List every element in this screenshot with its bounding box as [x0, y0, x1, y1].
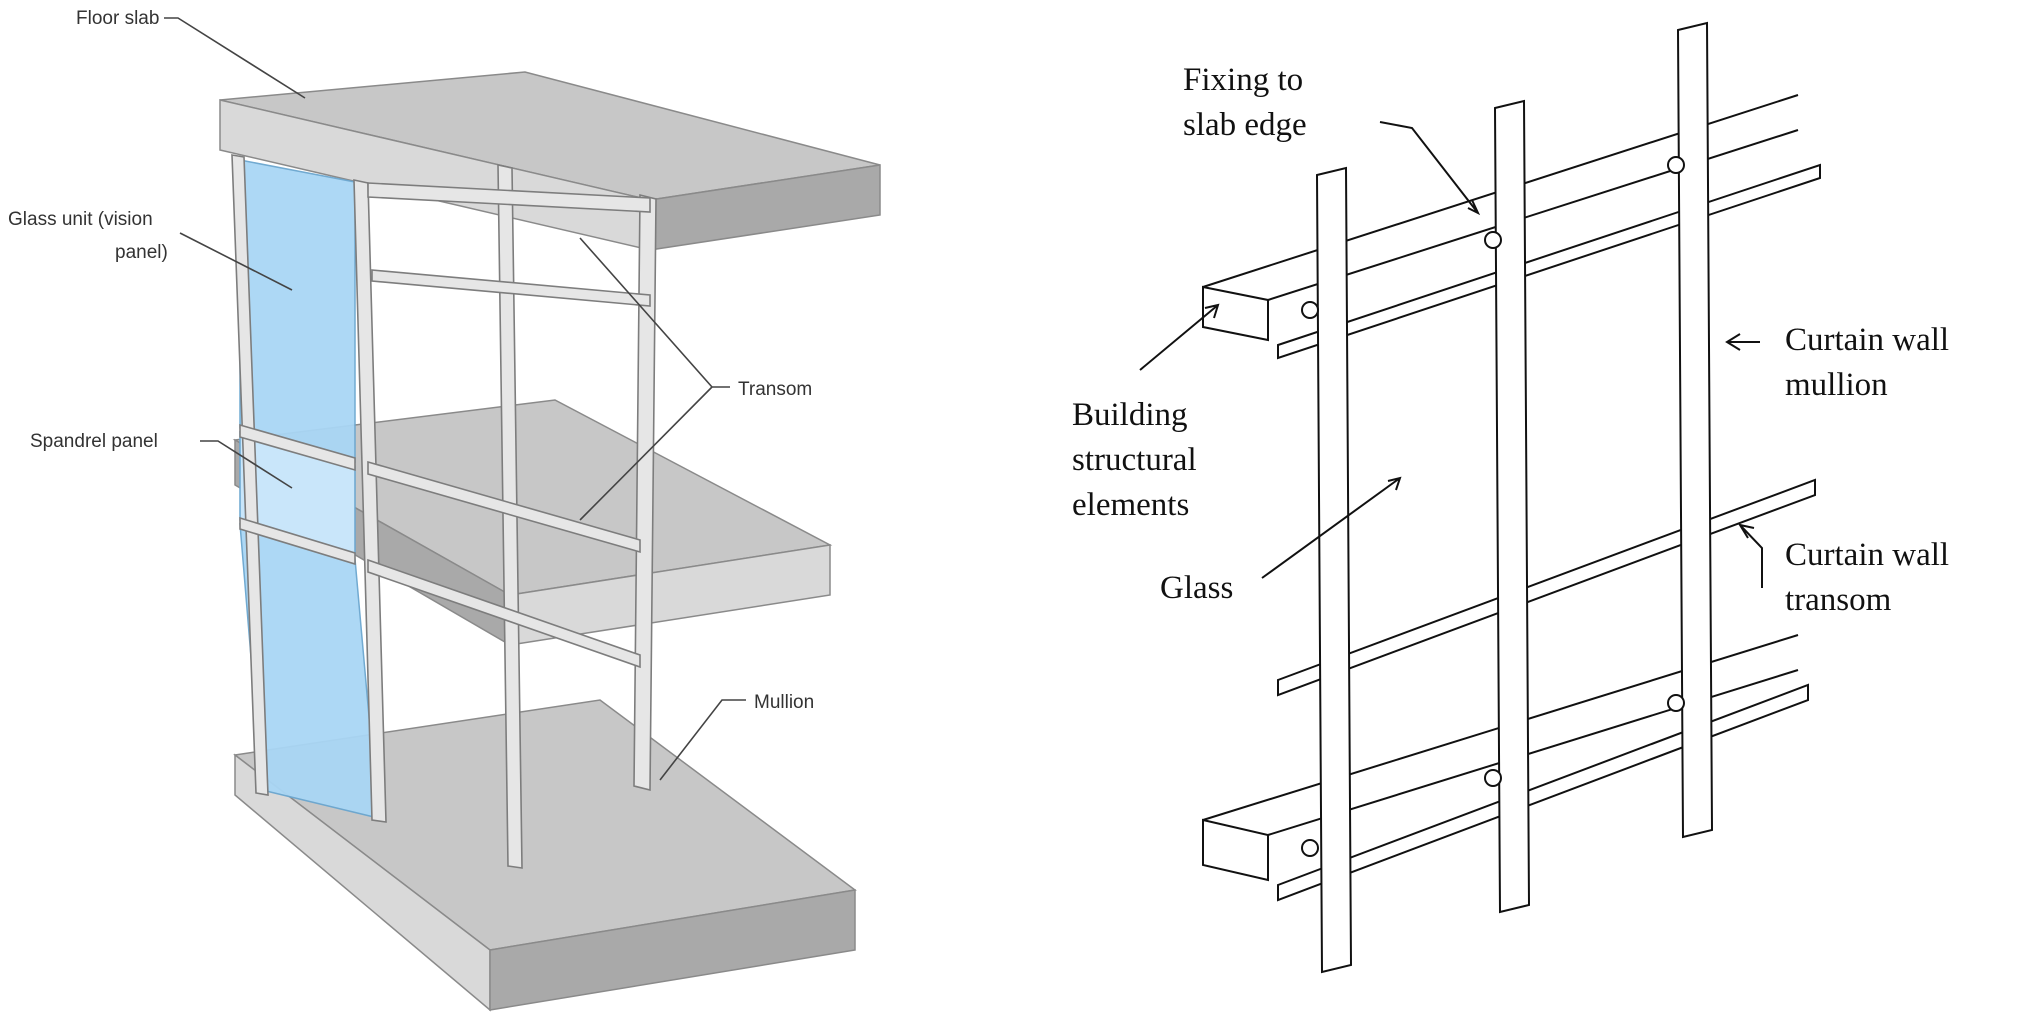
fixing-brackets — [1301, 156, 1685, 857]
label-transom: Transom — [738, 379, 812, 400]
fixing-bracket-2 — [1484, 231, 1502, 249]
slab-edge-top-lower — [1267, 129, 1799, 301]
arrow-glass — [1261, 476, 1402, 579]
leader-floor-slab — [164, 17, 306, 99]
mullion-2 — [353, 179, 387, 823]
leader-spandrel — [200, 440, 293, 489]
fixing-bracket-6 — [1667, 694, 1685, 712]
fixing-bracket-1 — [1301, 301, 1319, 319]
label-glass-unit-line2: panel) — [115, 242, 168, 263]
label-cw-transom-line2: transom — [1785, 582, 1892, 618]
arrow-building-structure — [1139, 303, 1220, 371]
label-building-line3: elements — [1072, 487, 1189, 523]
mullion-left — [231, 154, 269, 796]
leader-transom — [579, 237, 730, 521]
left-curtain-wall-3d-diagram: Floor slab Glass unit (vision panel) Spa… — [8, 8, 881, 1012]
slab-edge-bottom-block — [1202, 818, 1269, 882]
label-floor-slab: Floor slab — [76, 8, 159, 29]
transom-2 — [1277, 478, 1816, 697]
transom-1 — [1277, 163, 1821, 360]
label-building-line2: structural — [1072, 442, 1197, 478]
bottom-slab-side-face — [489, 889, 856, 1011]
frame-transoms — [239, 182, 651, 669]
curtain-wall-transoms — [1277, 163, 1821, 902]
transom-low — [367, 558, 641, 669]
bottom-floor-slab — [233, 699, 857, 1012]
arrow-cw-mullion — [1725, 333, 1760, 351]
label-cw-mullion-line2: mullion — [1785, 367, 1888, 403]
slab-edge-top-block — [1202, 285, 1269, 342]
transom-low-left — [239, 516, 356, 566]
curtain-wall-mullions — [1315, 21, 1714, 974]
fixing-bracket-5 — [1484, 769, 1502, 787]
leader-mullion — [659, 699, 746, 781]
frame-mullions — [231, 154, 657, 869]
mullion-b — [1493, 99, 1531, 914]
fixing-bracket-3 — [1667, 156, 1685, 174]
label-mullion: Mullion — [754, 692, 814, 713]
mullion-right — [633, 193, 657, 792]
label-spandrel-panel: Spandrel panel — [30, 431, 158, 452]
label-glass: Glass — [1160, 570, 1233, 606]
vision-glass-panel-upper — [239, 159, 356, 464]
right-curtain-wall-grid-diagram: Fixing to slab edge Building structural … — [1072, 21, 1949, 974]
label-glass-unit-line1: Glass unit (vision — [8, 209, 153, 230]
label-fixing-line1: Fixing to — [1183, 62, 1303, 98]
mullion-c — [1676, 21, 1714, 839]
label-cw-transom-line1: Curtain wall — [1785, 537, 1949, 573]
transom-head — [371, 269, 651, 307]
label-building-line1: Building — [1072, 397, 1188, 433]
mullion-a — [1315, 166, 1353, 974]
transom-3 — [1277, 683, 1809, 902]
transom-mid-left — [239, 423, 356, 472]
arrow-fixing — [1379, 121, 1481, 216]
leader-glass-unit — [179, 232, 293, 291]
transom-mid — [367, 460, 641, 554]
mullion-3 — [497, 164, 523, 869]
arrow-cw-transom — [1737, 523, 1763, 588]
label-cw-mullion-line1: Curtain wall — [1785, 322, 1949, 358]
fixing-bracket-4 — [1301, 839, 1319, 857]
label-fixing-line2: slab edge — [1183, 107, 1307, 143]
transom-top — [367, 182, 651, 213]
